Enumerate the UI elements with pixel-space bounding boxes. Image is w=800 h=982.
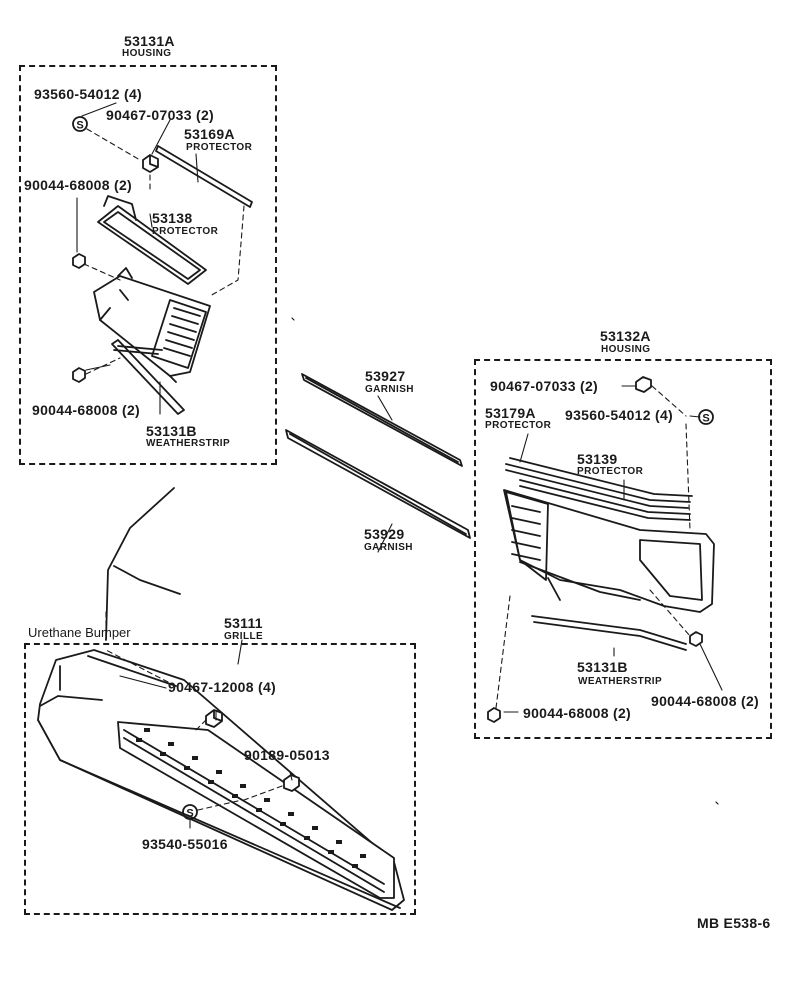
left-protector-mid-part-number: 53138 bbox=[152, 210, 193, 226]
right-weatherstrip-name: WEATHERSTRIP bbox=[578, 676, 663, 687]
right-housing-name: HOUSING bbox=[601, 344, 651, 355]
grille-group-box bbox=[24, 643, 416, 915]
left-clip-lower-label: 90044-68008 (2) bbox=[32, 402, 141, 418]
svg-text:S: S bbox=[186, 808, 193, 820]
left-housing-group-box bbox=[19, 65, 277, 465]
right-protector-b-part-number: 53139 bbox=[577, 451, 618, 467]
right-nut-label: 90467-07033 (2) bbox=[490, 378, 599, 394]
right-protector-a-part-number: 53179A bbox=[485, 405, 536, 421]
left-housing-name: HOUSING bbox=[122, 48, 172, 59]
left-housing-part-number: 53131A bbox=[124, 33, 175, 49]
garnish-upper-part-number: 53927 bbox=[365, 368, 406, 384]
garnish-upper-name: GARNISH bbox=[365, 384, 414, 395]
svg-text:S: S bbox=[76, 120, 83, 132]
left-protector-top-name: PROTECTOR bbox=[186, 142, 253, 153]
right-clip-right-icon bbox=[689, 631, 703, 647]
right-screw-label: 93560-54012 (4) bbox=[565, 407, 674, 423]
garnish-lower-part-number: 53929 bbox=[364, 526, 405, 542]
right-clip-right-label: 90044-68008 (2) bbox=[651, 693, 760, 709]
right-weatherstrip bbox=[531, 615, 687, 651]
garnish-lower-strip bbox=[285, 429, 471, 539]
svg-text:S: S bbox=[702, 413, 709, 425]
left-nut-icon bbox=[142, 154, 159, 173]
garnish-lower-name: GARNISH bbox=[364, 542, 413, 553]
left-weatherstrip bbox=[111, 339, 185, 415]
grille-nut-a-label: 90467-12008 (4) bbox=[168, 679, 277, 695]
left-protector-mid-name: PROTECTOR bbox=[152, 226, 219, 237]
left-protector-top-strip bbox=[155, 145, 253, 208]
grille-part-number: 53111 bbox=[224, 615, 263, 631]
right-housing-body bbox=[503, 489, 715, 613]
right-nut-icon bbox=[635, 376, 652, 393]
left-nut-label: 90467-07033 (2) bbox=[106, 107, 215, 123]
right-housing-group-box bbox=[474, 359, 772, 739]
right-screw-icon: S bbox=[698, 409, 714, 425]
right-clip-left-icon bbox=[487, 707, 501, 723]
left-weatherstrip-part-number: 53131B bbox=[146, 423, 197, 439]
grille-screw-icon: S bbox=[182, 804, 198, 820]
grille-name: GRILLE bbox=[224, 631, 264, 642]
left-clip-lower-icon bbox=[72, 367, 86, 383]
left-weatherstrip-name: WEATHERSTRIP bbox=[146, 438, 231, 449]
left-housing-body bbox=[93, 267, 211, 383]
garnish-upper-strip bbox=[301, 373, 463, 467]
left-protector-top-part-number: 53169A bbox=[184, 126, 235, 142]
left-clip-upper-label: 90044-68008 (2) bbox=[24, 177, 133, 193]
left-protector-mid bbox=[97, 195, 207, 285]
right-protectors bbox=[505, 457, 693, 521]
right-housing-part-number: 53132A bbox=[600, 328, 651, 344]
diagram-code: MB E538-6 bbox=[697, 915, 771, 931]
left-screw-icon: S bbox=[72, 116, 88, 132]
urethane-bumper-caption: Urethane Bumper bbox=[28, 625, 131, 640]
grille-screw-label: 93540-55016 bbox=[142, 836, 228, 852]
right-protector-a-name: PROTECTOR bbox=[485, 420, 552, 431]
grille-nut-b-label: 90189-05013 bbox=[244, 747, 330, 763]
grille-nut-a-icon bbox=[205, 709, 223, 728]
right-weatherstrip-part-number: 53131B bbox=[577, 659, 628, 675]
right-clip-left-label: 90044-68008 (2) bbox=[523, 705, 632, 721]
grille-body bbox=[117, 721, 395, 899]
left-clip-upper-icon bbox=[72, 253, 86, 269]
left-screw-label: 93560-54012 (4) bbox=[34, 86, 143, 102]
right-protector-b-name: PROTECTOR bbox=[577, 466, 644, 477]
